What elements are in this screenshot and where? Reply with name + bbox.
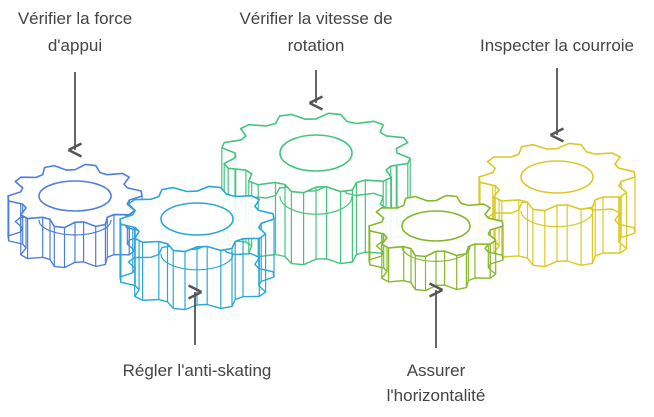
label-speed-line2: rotation — [288, 36, 345, 55]
label-belt: Inspecter la courroie — [480, 36, 634, 55]
label-level-line2: l'horizontalité — [387, 386, 486, 405]
label-speed-line1: Vérifier la vitesse de — [239, 9, 392, 28]
gear-icon — [221, 112, 411, 266]
gear-icon — [368, 194, 504, 292]
gear-icon — [119, 185, 275, 311]
label-level-line1: Assurer — [407, 361, 466, 380]
label-force-line1: Vérifier la force — [18, 9, 132, 28]
gear-icon — [478, 142, 636, 268]
label-force-line2: d'appui — [48, 36, 102, 55]
label-antiskating: Régler l'anti-skating — [123, 361, 272, 380]
gear-icon — [7, 163, 143, 269]
